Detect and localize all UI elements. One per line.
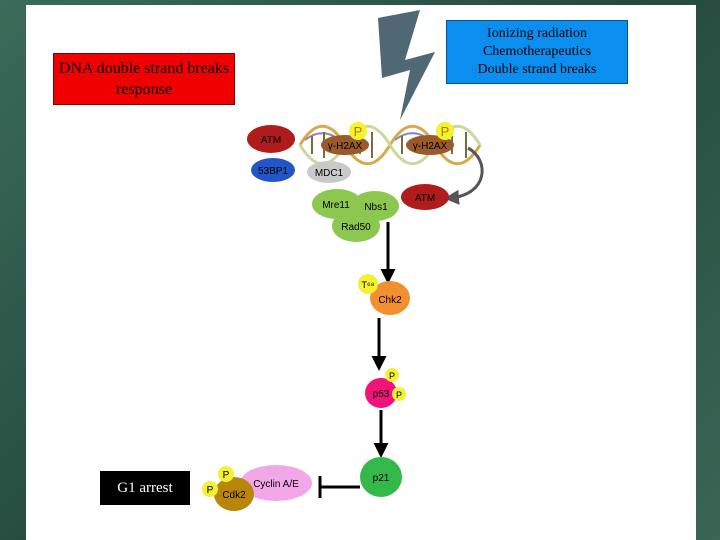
p53-phospho-top xyxy=(385,368,399,382)
h2ax-node-1 xyxy=(321,135,369,155)
bp1-label: 53BP1 xyxy=(258,166,288,177)
lightning-bolt-icon xyxy=(378,10,435,120)
phospho-dna-2 xyxy=(436,122,454,140)
stimulus-line-3: Double strand breaks xyxy=(477,62,597,77)
p21-node xyxy=(360,457,402,497)
p53-phospho-top-label: P xyxy=(389,371,395,381)
cyclin-label: Cyclin A/E xyxy=(253,479,299,490)
cyclin-node xyxy=(240,465,312,501)
nbs1-node xyxy=(351,191,399,221)
atm-left-label: ATM xyxy=(261,135,281,146)
nbs1-label: Nbs1 xyxy=(364,202,388,213)
cdk2-phospho-top-label: P xyxy=(223,470,230,481)
atm-feedback-arrow xyxy=(444,146,484,205)
cdk2-phospho-left xyxy=(202,481,218,497)
atm-node-right xyxy=(401,184,449,210)
atm-node-left xyxy=(247,125,295,153)
mre11-label: Mre11 xyxy=(322,200,350,211)
rad50-label: Rad50 xyxy=(341,222,371,233)
mre11-node xyxy=(312,189,362,219)
phospho-dna-1 xyxy=(349,122,367,140)
chk2-label: Chk2 xyxy=(378,295,402,306)
p21-label: p21 xyxy=(373,473,390,484)
cdk2-phospho-left-label: P xyxy=(207,485,214,496)
p53-node xyxy=(365,378,397,408)
p53-label: p53 xyxy=(373,389,390,400)
chk2-node xyxy=(370,281,410,315)
h2ax-node-2 xyxy=(406,135,454,155)
stimulus-line-2: Chemotherapeutics xyxy=(482,44,592,59)
atm-right-label: ATM xyxy=(415,193,435,204)
g1-arrest-box: G1 arrest xyxy=(100,471,190,505)
bp1-node xyxy=(251,158,295,182)
stimulus-line-1: Ionizing radiation xyxy=(487,26,587,41)
t68-phospho xyxy=(358,274,378,294)
mdc1-node xyxy=(307,161,351,183)
g1-arrest-label: G1 arrest xyxy=(117,479,173,496)
phospho-dna-2-label: P xyxy=(441,124,450,139)
mdc1-label: MDC1 xyxy=(315,168,344,179)
phospho-dna-1-label: P xyxy=(354,124,363,139)
title-text: DNA double strand breaks response xyxy=(58,60,230,98)
p53-phospho-right-label: P xyxy=(396,390,402,400)
cdk2-node xyxy=(214,477,254,511)
h2ax-2-label: γ-H2AX xyxy=(413,141,448,152)
p53-phospho-right xyxy=(392,387,406,401)
title-box: DNA double strand breaks response xyxy=(53,53,235,105)
cdk2-label: Cdk2 xyxy=(222,490,246,501)
cdk2-phospho-top xyxy=(218,466,234,482)
t68-label: T⁶⁸ xyxy=(362,280,375,290)
h2ax-1-label: γ-H2AX xyxy=(328,141,363,152)
stimuli-box: Ionizing radiation Chemotherapeutics Dou… xyxy=(446,20,628,84)
